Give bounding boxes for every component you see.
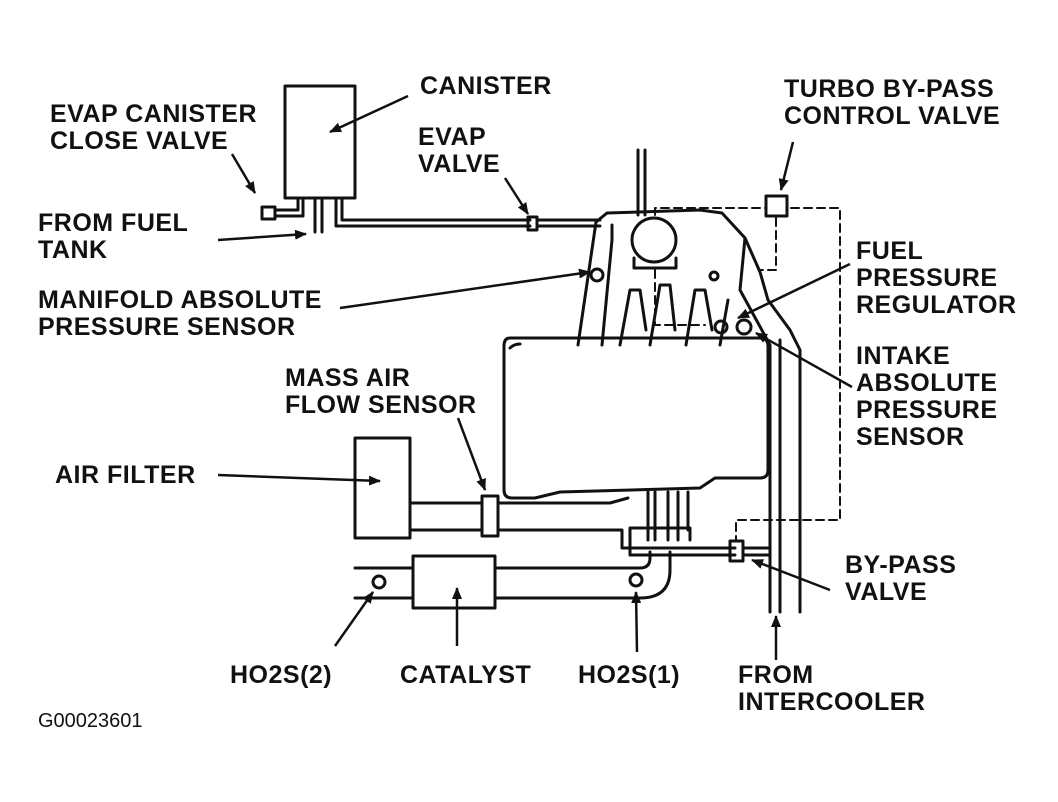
bypass-valve-outlet [741, 546, 772, 557]
engine-block-detail [508, 342, 522, 350]
turbo-pipes [646, 490, 690, 542]
arrow-evap-valve [503, 177, 530, 215]
evap-valve [526, 215, 539, 232]
intercooler-pipe [738, 236, 782, 614]
bypass-valve [728, 539, 745, 563]
figure-code: G00023601 [38, 710, 143, 732]
arrow-maf-sensor [456, 417, 487, 491]
turbo-outlet [628, 526, 692, 557]
air-filter [353, 436, 412, 540]
ho2s-2-sensor [371, 574, 387, 590]
label-fuel-pressure-regulator: FUEL PRESSURE REGULATOR [856, 237, 1017, 319]
label-canister: CANISTER [420, 72, 552, 100]
evap-canister-close-valve [260, 205, 277, 221]
arrow-evap-close-valve [230, 153, 257, 194]
canister-body [283, 84, 357, 200]
label-from-fuel-tank: FROM FUEL TANK [38, 209, 189, 264]
air-intake-duct [408, 496, 737, 557]
exhaust-pipe [353, 550, 672, 600]
turbo-bypass-control-line [654, 207, 841, 541]
label-intake-absolute-pressure-sensor: INTAKE ABSOLUTE PRESSURE SENSOR [856, 342, 998, 451]
mass-air-flow-sensor [480, 494, 500, 538]
engine-block [502, 336, 770, 500]
arrow-bypass-valve [751, 558, 831, 592]
canister-vent-pipe [273, 196, 305, 218]
label-air-filter: AIR FILTER [55, 461, 196, 489]
turbo-bypass-control-valve [764, 194, 789, 218]
arrow-ho2s-1 [631, 591, 642, 653]
map-sensor [589, 267, 605, 283]
label-turbo-bypass-control-valve: TURBO BY-PASS CONTROL VALVE [784, 75, 1001, 130]
catalyst [411, 554, 497, 610]
arrow-canister [329, 94, 409, 134]
arrow-fuel-tank [217, 229, 307, 242]
vacuum-tube [636, 148, 647, 217]
purge-line-to-intake [535, 218, 602, 228]
arrow-ho2s-2 [333, 591, 375, 647]
ho2s-1-sensor [628, 572, 644, 588]
intake-runner-outer [600, 223, 614, 347]
label-from-intercooler: FROM INTERCOOLER [738, 661, 926, 716]
arrow-fuel-regulator [737, 262, 851, 320]
fuel-tank-line [313, 196, 324, 234]
label-manifold-absolute-pressure-sensor: MANIFOLD ABSOLUTE PRESSURE SENSOR [38, 286, 322, 341]
fuel-pressure-regulator [713, 319, 729, 335]
arrow-air-filter [217, 473, 381, 486]
intake-absolute-pressure-sensor [735, 318, 753, 336]
throttle-body [630, 216, 678, 264]
label-bypass-valve: BY-PASS VALVE [845, 551, 957, 606]
label-evap-canister-close-valve: EVAP CANISTER CLOSE VALVE [50, 100, 258, 155]
pressure-regulator-vacuum-line [654, 269, 706, 326]
arrow-intake-pressure [755, 331, 853, 389]
label-ho2s-1: HO2S(1) [578, 661, 681, 689]
turbo-bypass-signal-line [759, 217, 777, 271]
arrow-map-sensor [339, 268, 591, 310]
throttle-body-base [632, 256, 678, 270]
manifold-port [708, 270, 720, 282]
label-catalyst: CATALYST [400, 661, 532, 689]
label-mass-air-flow-sensor: MASS AIR FLOW SENSOR [285, 364, 477, 419]
arrow-turbo-bypass [778, 141, 795, 191]
label-evap-valve: EVAP VALVE [418, 123, 501, 178]
label-ho2s-2: HO2S(2) [230, 661, 333, 689]
intake-runners [618, 283, 730, 347]
purge-line [334, 196, 532, 228]
